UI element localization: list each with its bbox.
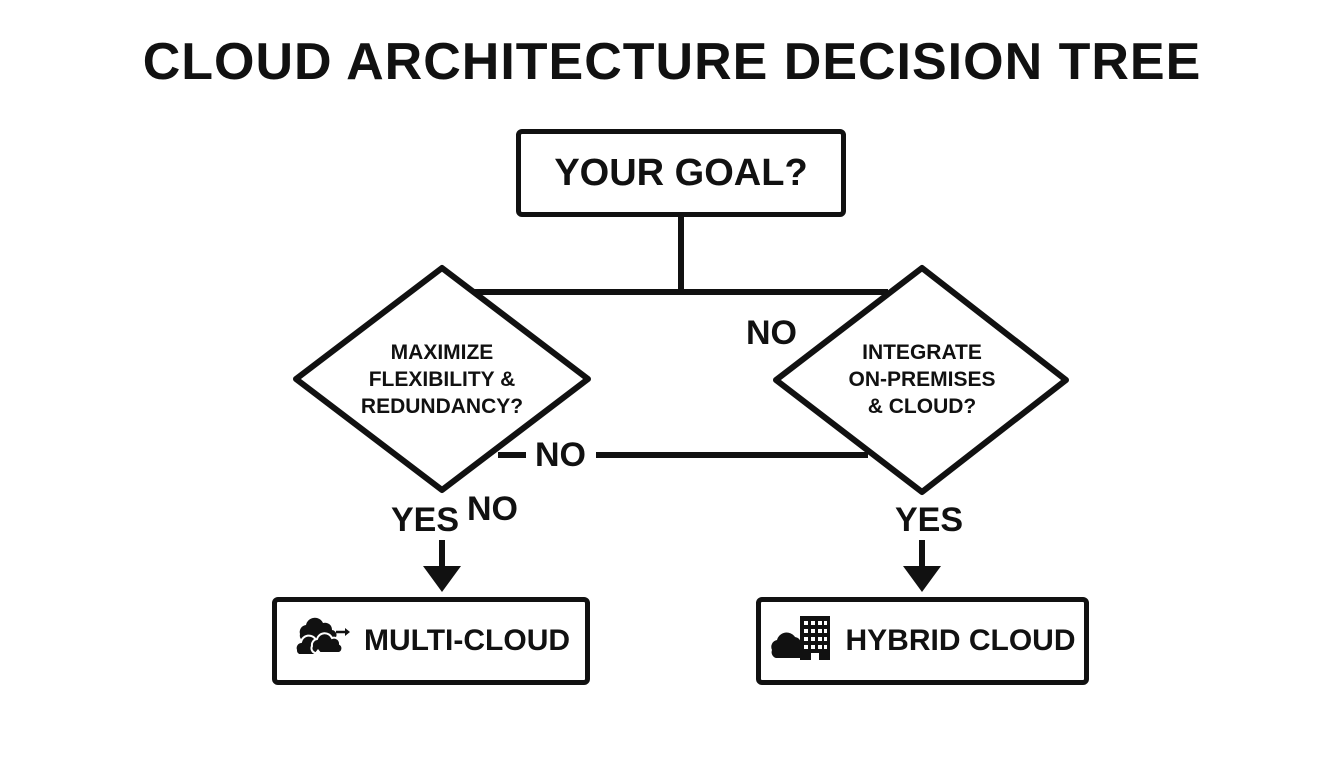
arrow-yes-right-head — [903, 566, 941, 592]
outcome-multi-cloud-label: MULTI-CLOUD — [363, 624, 571, 657]
multi-cloud-icon — [292, 612, 350, 670]
question-left-line: FLEXIBILITY & — [368, 368, 516, 391]
question-right-line: & CLOUD? — [867, 395, 977, 418]
start-node: YOUR GOAL? — [516, 129, 846, 217]
outcome-hybrid-cloud: HYBRID CLOUD — [756, 597, 1089, 685]
edge-label-yes-right: YES — [895, 501, 964, 539]
question-left-line: MAXIMIZE — [390, 341, 494, 364]
question-right-line: ON-PREMISES — [848, 368, 996, 391]
edge-label-yes-left: YES — [391, 501, 460, 539]
hybrid-cloud-icon — [770, 612, 832, 670]
edge-label-no-middle: NO — [535, 436, 586, 474]
question-left-text: MAXIMIZE FLEXIBILITY & REDUNDANCY? — [342, 339, 542, 420]
outcome-multi-cloud: MULTI-CLOUD — [272, 597, 590, 685]
decision-diamond-left — [293, 265, 591, 493]
outcome-hybrid-cloud-label: HYBRID CLOUD — [845, 624, 1076, 657]
decision-diamond-right — [773, 265, 1069, 495]
edge-label-no-left: NO — [467, 490, 518, 528]
question-right-text: INTEGRATE ON-PREMISES & CLOUD? — [822, 339, 1022, 420]
arrow-yes-left-head — [423, 566, 461, 592]
question-right-line: INTEGRATE — [862, 341, 982, 364]
start-node-label: YOUR GOAL? — [554, 151, 808, 194]
question-left-line: REDUNDANCY? — [360, 395, 524, 418]
edge-label-no-top: NO — [746, 314, 797, 352]
diagram-title: CLOUD ARCHITECTURE DECISION TREE — [142, 33, 1202, 91]
